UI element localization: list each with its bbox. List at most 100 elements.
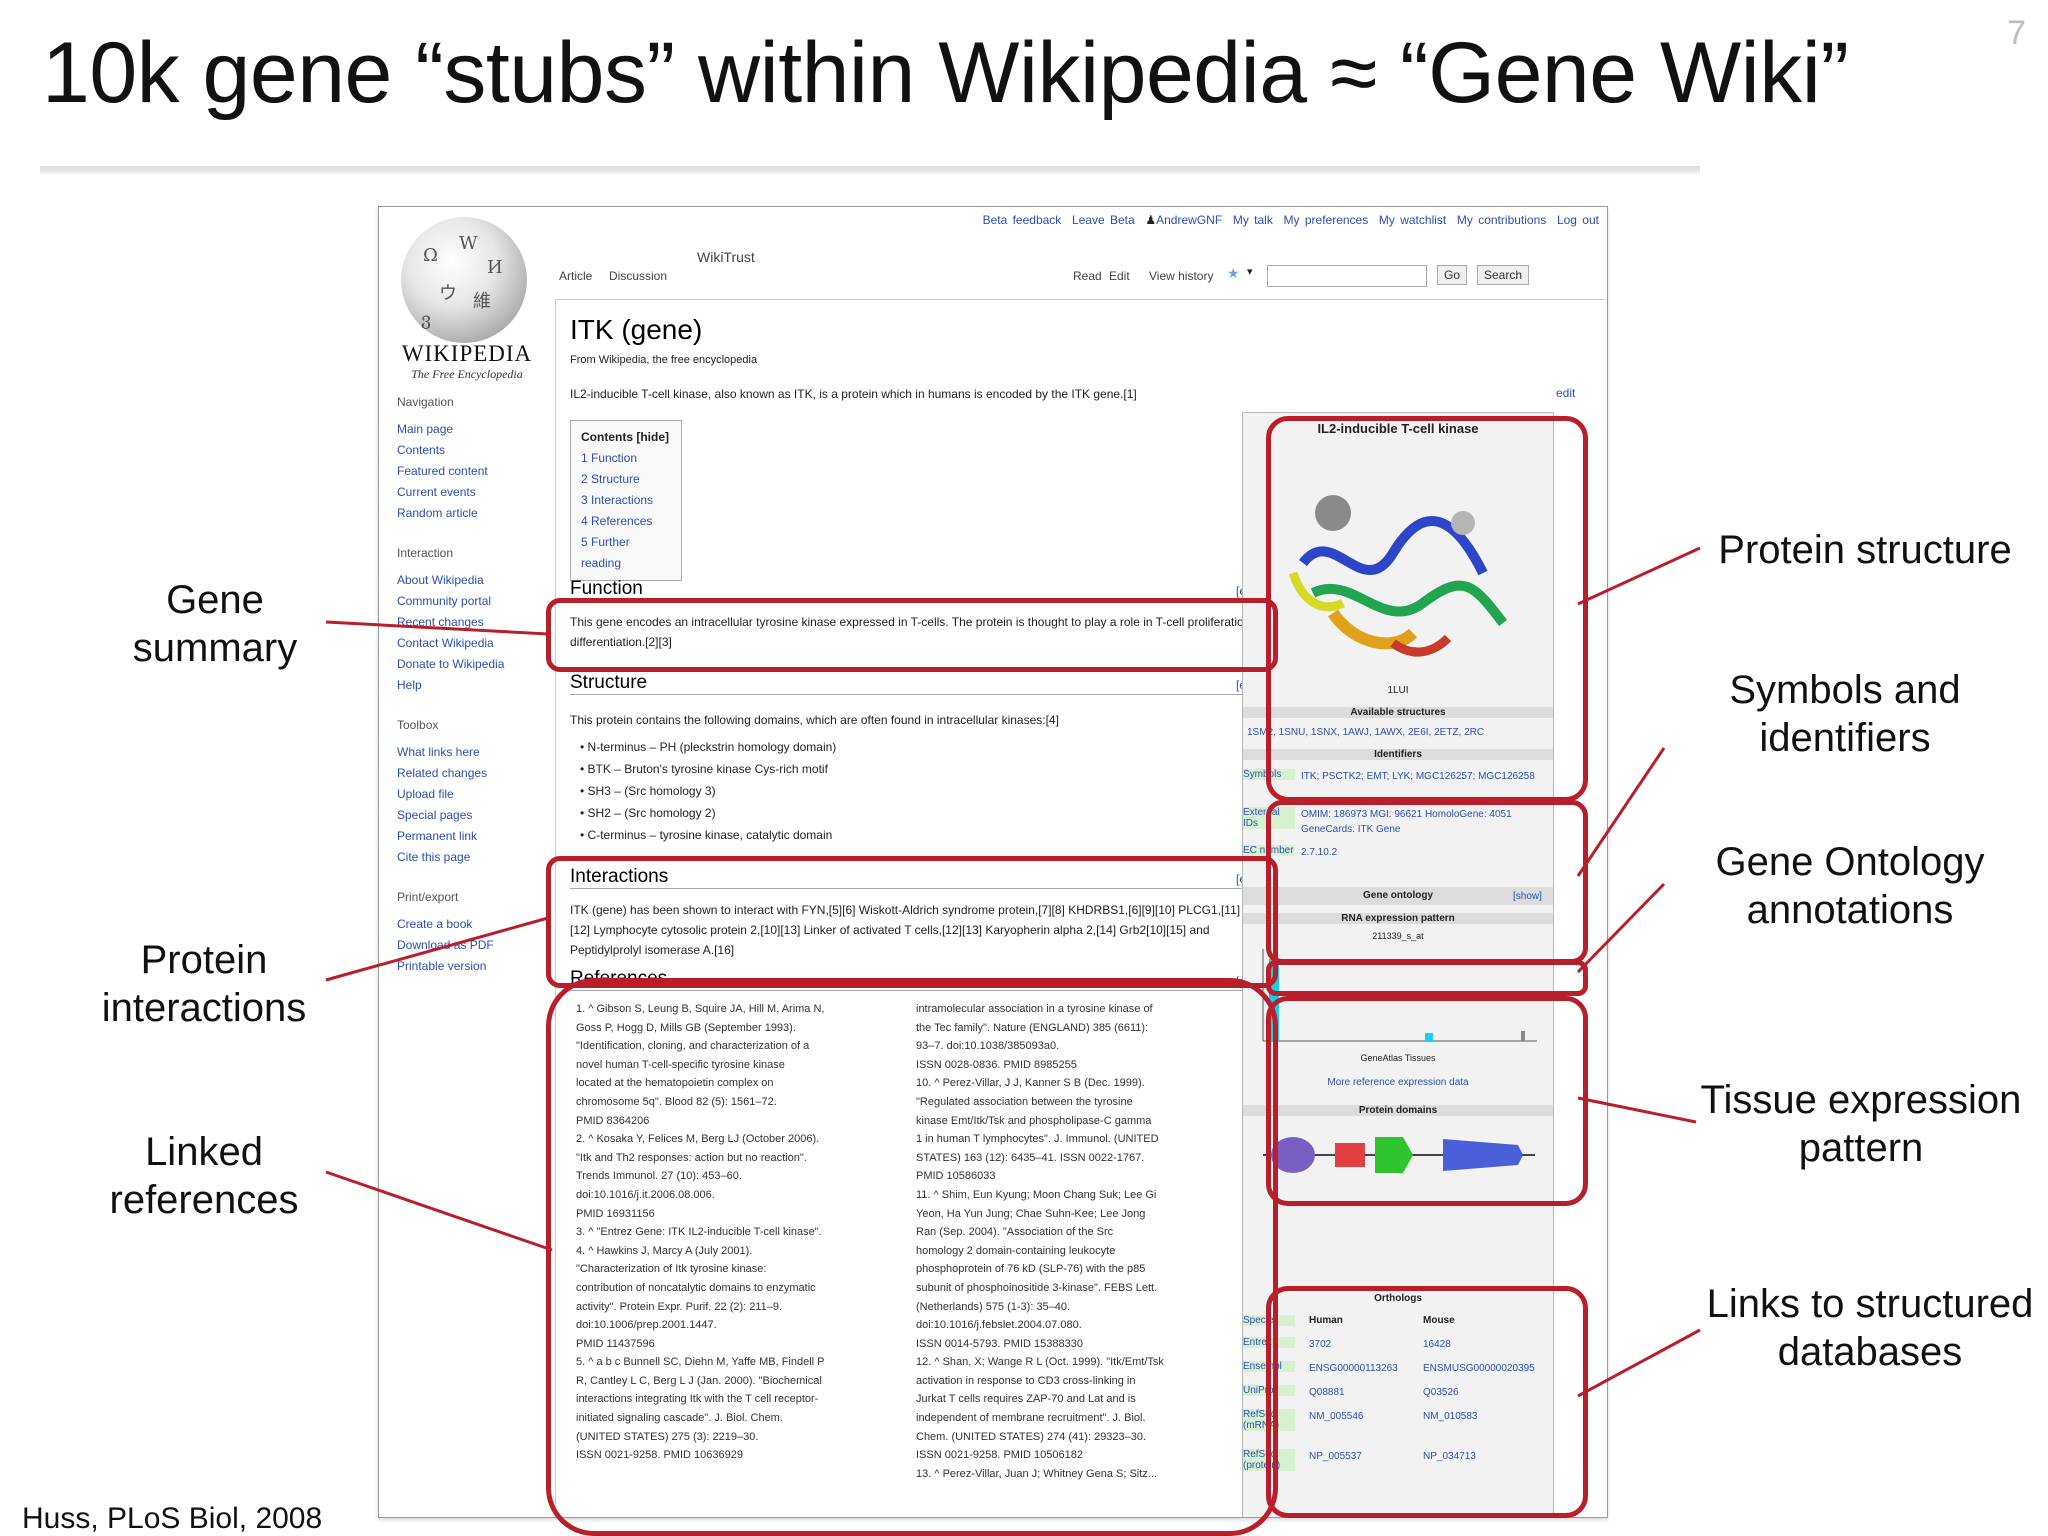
sidebar-item[interactable]: Cite this page: [397, 850, 471, 864]
personal-link[interactable]: My contributions: [1456, 213, 1547, 227]
available-structures-heading: Available structures: [1243, 707, 1553, 718]
external-ids-value[interactable]: OMIM: 186973 MGI: 96621 HomoloGene: 4051…: [1301, 809, 1512, 835]
tab-edit[interactable]: Edit: [1109, 269, 1130, 283]
leader-references: [325, 1170, 553, 1252]
tab-discussion[interactable]: Discussion: [609, 269, 668, 283]
sidebar-item[interactable]: What links here: [397, 745, 480, 759]
sidebar-item[interactable]: Upload file: [397, 787, 454, 801]
nav-head-interaction: Interaction: [397, 546, 454, 560]
gene-ontology-heading: Gene ontology: [1243, 887, 1553, 905]
personal-link[interactable]: My watchlist: [1378, 213, 1447, 227]
toc-title[interactable]: Contents [hide]: [581, 430, 669, 444]
dropdown-arrow-icon[interactable]: ▾: [1247, 266, 1253, 278]
orth-mouse-id[interactable]: NP_034713: [1423, 1451, 1476, 1462]
leader-gene-summary: [325, 620, 549, 636]
section-interactions-heading: Interactions: [570, 866, 1270, 889]
orth-mouse-id[interactable]: NM_010583: [1423, 1411, 1478, 1422]
orth-human-id[interactable]: Q08881: [1309, 1387, 1345, 1398]
orth-human-id[interactable]: NP_005537: [1309, 1451, 1362, 1462]
toc-item[interactable]: 5 Further reading: [581, 535, 630, 570]
tab-read[interactable]: Read: [1073, 269, 1102, 283]
domain-shape-kinase: [1443, 1139, 1523, 1171]
gene-ontology-toggle[interactable]: [show]: [1513, 891, 1542, 902]
toc-item[interactable]: 4 References: [581, 514, 653, 528]
leader-identifiers: [1576, 747, 1666, 877]
search-input[interactable]: [1267, 265, 1427, 287]
toc-item[interactable]: 3 Interactions: [581, 493, 654, 507]
protein-helix-orange: [1328, 609, 1418, 650]
symbols-value[interactable]: ITK; PSCTK2; EMT; LYK; MGC126257; MGC126…: [1301, 771, 1535, 782]
sidebar-item[interactable]: Permanent link: [397, 829, 478, 843]
more-expression-link[interactable]: More reference expression data: [1327, 1077, 1469, 1088]
callout-protein-structure: Protein structure: [1718, 528, 2012, 572]
article-lead: IL2-inducible T-cell kinase, also known …: [570, 387, 1137, 401]
orth-mouse-header: Mouse: [1423, 1315, 1455, 1326]
edit-link[interactable]: edit: [1556, 386, 1576, 400]
highlight-references: [546, 978, 1278, 1536]
tissues-label: GeneAtlas Tissues: [1360, 1053, 1436, 1063]
sidebar-item[interactable]: Current events: [397, 485, 476, 499]
protein-ligand-cluster: [1451, 511, 1475, 535]
article-title: ITK (gene): [570, 314, 703, 345]
sidebar-item[interactable]: Featured content: [397, 464, 488, 478]
protein-structure-image[interactable]: [1273, 453, 1523, 673]
leader-gene-ontology: [1576, 882, 1666, 974]
highlight-orthologs: [1266, 1286, 1588, 1518]
callout-structured-databases: Links to structured databases: [1706, 1282, 2034, 1374]
orth-mouse-id[interactable]: ENSMUSG00000020395: [1423, 1363, 1535, 1374]
sidebar-item[interactable]: Help: [397, 678, 422, 692]
toc-item[interactable]: 2 Structure: [581, 472, 640, 486]
sidebar-item[interactable]: About Wikipedia: [397, 573, 484, 587]
orth-mouse-id[interactable]: Q03526: [1423, 1387, 1459, 1398]
personal-link[interactable]: AndrewGNF: [1156, 213, 1223, 227]
wikipedia-wordmark: WIKIPEDIA: [401, 341, 533, 366]
pdb-list[interactable]: 1SM2, 1SNU, 1SNX, 1AWJ, 1AWX, 2E6I, 2ETZ…: [1247, 727, 1485, 738]
go-button[interactable]: Go: [1437, 265, 1468, 285]
sidebar-item[interactable]: Printable version: [397, 959, 487, 973]
personal-link[interactable]: Log out: [1556, 213, 1599, 227]
search-button[interactable]: Search: [1477, 265, 1530, 285]
personal-link[interactable]: Leave Beta: [1071, 213, 1135, 227]
callout-linked-references: Linked references: [109, 1130, 299, 1222]
personal-link[interactable]: Beta feedback: [982, 213, 1062, 227]
sidebar-item[interactable]: Special pages: [397, 808, 473, 822]
sidebar-item[interactable]: Community portal: [397, 594, 492, 608]
section-structure-heading: Structure: [570, 672, 1270, 695]
domain-shape-btk: [1335, 1143, 1365, 1167]
ec-number-value[interactable]: 2.7.10.2: [1301, 847, 1338, 858]
structure-text: This protein contains the following doma…: [570, 713, 1059, 727]
sidebar-item[interactable]: Contents: [397, 443, 446, 457]
orth-human-id[interactable]: ENSG00000113263: [1309, 1363, 1398, 1374]
leader-interactions: [325, 916, 549, 982]
protein-ligand-cluster: [1315, 495, 1351, 531]
highlight-interactions: [546, 856, 1278, 988]
protein-domains-diagram[interactable]: [1263, 1125, 1535, 1185]
personal-link[interactable]: My talk: [1232, 213, 1273, 227]
orth-human-id[interactable]: NM_005546: [1309, 1411, 1364, 1422]
identifiers-heading: Identifiers: [1243, 749, 1553, 760]
sidebar-item[interactable]: Create a book: [397, 917, 473, 931]
sidebar-item[interactable]: Main page: [397, 422, 454, 436]
sidebar-item[interactable]: Download as PDF: [397, 938, 494, 952]
orth-human-id[interactable]: 3702: [1309, 1339, 1332, 1350]
sidebar-item[interactable]: Random article: [397, 506, 478, 520]
sidebar-item[interactable]: Contact Wikipedia: [397, 636, 494, 650]
sidebar-item[interactable]: Related changes: [397, 766, 488, 780]
tab-wikitrust[interactable]: WikiTrust: [697, 249, 755, 265]
toc-item[interactable]: 1 Function: [581, 451, 638, 465]
tab-article[interactable]: Article: [559, 269, 593, 283]
personal-link[interactable]: My preferences: [1283, 213, 1369, 227]
interactions-text: ITK (gene) has been shown to interact wi…: [570, 903, 1241, 957]
domain-list: • N-terminus – PH (pleckstrin homology d…: [580, 736, 1080, 846]
expression-bar: [1425, 1033, 1433, 1041]
sidebar-item[interactable]: Donate to Wikipedia: [397, 657, 505, 671]
title-underline: [40, 166, 1700, 174]
sidebar: Navigation Main page Contents Featured c…: [397, 395, 547, 977]
sidebar-item[interactable]: Recent changes: [397, 615, 484, 629]
callout-tissue-expression: Tissue expression pattern: [1700, 1078, 2022, 1170]
tab-view-history[interactable]: View history: [1149, 269, 1214, 283]
watch-star-icon[interactable]: ★: [1227, 265, 1240, 281]
orth-mouse-id[interactable]: 16428: [1423, 1339, 1451, 1350]
